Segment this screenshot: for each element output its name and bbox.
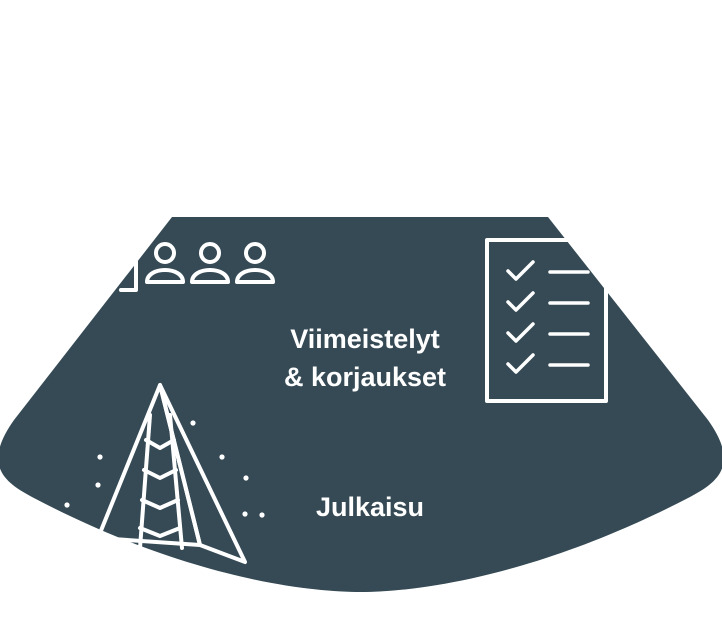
stage-label-publishing: Julkaisu — [315, 492, 425, 522]
rocket-icon — [96, 383, 247, 564]
checklist-icon — [485, 238, 608, 403]
stage-label-line: & korjaukset — [283, 362, 447, 392]
people-icon — [119, 242, 275, 292]
stage-label-line: Viimeistelyt — [290, 324, 440, 354]
funnel-segment — [0, 217, 722, 592]
sparkle-dots — [64, 420, 265, 518]
stage-label-finishing: Viimeistelyt & korjaukset — [250, 320, 480, 396]
